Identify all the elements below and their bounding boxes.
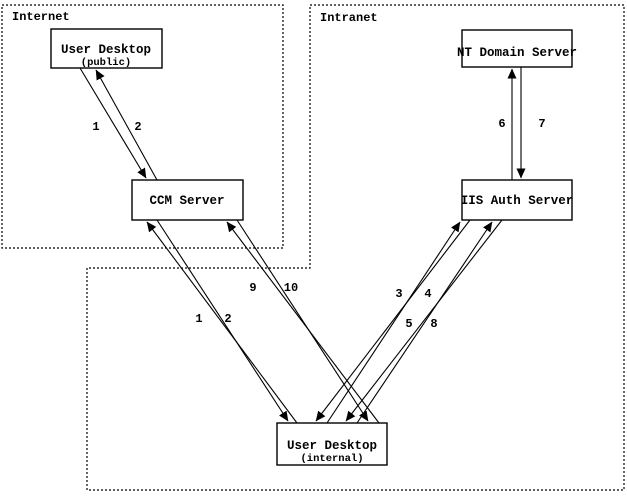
node-ccm-server: CCM Server xyxy=(131,179,244,221)
edge-label-1-public: 1 xyxy=(92,120,99,134)
edge-label-5: 5 xyxy=(405,317,412,331)
edge-label-3: 3 xyxy=(395,287,402,301)
edge-1-internal-desktop-to-ccm xyxy=(146,221,298,424)
zone-internet-border xyxy=(1,4,284,249)
edge-label-1-internal: 1 xyxy=(195,312,202,326)
edge-8-iis-to-internal-desktop xyxy=(345,219,503,422)
edge-4-iis-to-internal-desktop xyxy=(315,219,471,422)
edge-label-10: 10 xyxy=(284,281,298,295)
edge-3-internal-desktop-to-iis xyxy=(326,221,461,424)
edge-label-8: 8 xyxy=(430,317,437,331)
node-user-desktop-public-subtitle: (public) xyxy=(81,57,131,69)
edge-labels: 1 2 6 7 1 2 9 10 3 4 5 8 xyxy=(92,117,545,331)
node-nt-domain-server-title: NT Domain Server xyxy=(457,46,577,60)
node-ccm-server-title: CCM Server xyxy=(149,194,224,208)
node-user-desktop-internal-title: User Desktop xyxy=(287,439,377,453)
edge-label-4: 4 xyxy=(424,287,431,301)
node-user-desktop-public-box xyxy=(50,28,163,69)
node-user-desktop-internal-subtitle: (internal) xyxy=(300,453,363,465)
edge-10-ccm-to-internal-desktop xyxy=(236,219,369,422)
edge-label-9: 9 xyxy=(249,281,256,295)
edge-9-internal-desktop-to-ccm xyxy=(226,221,380,424)
edge-2-ccm-to-public-desktop xyxy=(95,69,158,181)
node-nt-domain-server-box xyxy=(461,29,573,68)
zone-internet-label: Internet xyxy=(12,10,70,24)
node-user-desktop-public-title: User Desktop xyxy=(61,43,151,57)
zone-intranet-label: Intranet xyxy=(320,11,378,25)
edge-5-internal-desktop-to-iis xyxy=(356,221,493,424)
node-iis-auth-server-title: IIS Auth Server xyxy=(461,194,574,208)
zone-intranet-border xyxy=(86,4,625,491)
node-user-desktop-public: User Desktop (public) xyxy=(50,28,163,69)
node-iis-auth-server-box xyxy=(461,179,573,221)
node-iis-auth-server: IIS Auth Server xyxy=(461,179,574,221)
zone-internet: Internet xyxy=(1,4,284,249)
edge-label-7: 7 xyxy=(538,117,545,131)
edge-label-2-public: 2 xyxy=(134,120,141,134)
node-user-desktop-internal: User Desktop (internal) xyxy=(276,422,388,466)
node-user-desktop-internal-box xyxy=(276,422,388,466)
edges xyxy=(79,67,526,424)
edge-1-public-desktop-to-ccm xyxy=(79,67,147,179)
edge-label-2-internal: 2 xyxy=(224,312,231,326)
node-ccm-server-box xyxy=(131,179,244,221)
edge-label-6: 6 xyxy=(498,117,505,131)
zone-intranet: Intranet xyxy=(86,4,625,491)
edge-2-ccm-to-internal-desktop xyxy=(156,219,289,422)
node-nt-domain-server: NT Domain Server xyxy=(457,29,577,68)
